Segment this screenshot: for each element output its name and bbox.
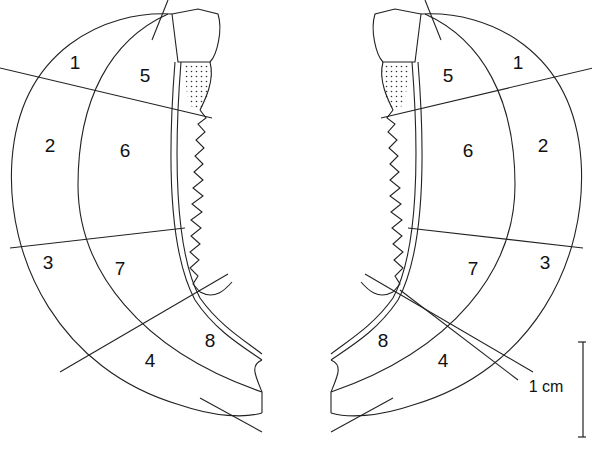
zone-number: 7 <box>468 259 479 278</box>
zone-number: 1 <box>70 53 81 72</box>
zone-number: 5 <box>140 66 151 85</box>
scale-label: 1 cm <box>529 379 564 395</box>
zone-number: 6 <box>463 141 474 160</box>
outer-contour <box>11 14 262 416</box>
zone-number: 3 <box>540 253 551 272</box>
serrated-edge <box>190 110 206 292</box>
scale-bar-tick <box>578 341 586 342</box>
organ-half-mirrored <box>331 0 592 432</box>
zone-number: 2 <box>538 136 549 155</box>
end-face <box>255 360 262 413</box>
inner-wall <box>171 62 262 360</box>
zone-number: 7 <box>115 259 126 278</box>
zone-boundary <box>78 14 262 392</box>
scale-bar-line <box>582 342 583 437</box>
top-cap <box>172 9 220 62</box>
zone-number: 3 <box>43 253 54 272</box>
section-line <box>60 274 228 372</box>
zone-number: 2 <box>45 136 56 155</box>
section-line <box>200 398 262 432</box>
zone-number: 6 <box>120 141 131 160</box>
section-line <box>152 0 168 40</box>
section-line <box>10 228 185 248</box>
section-line <box>0 68 212 118</box>
zone-number: 1 <box>513 53 524 72</box>
organ-half <box>0 0 262 432</box>
tissue-edge <box>200 62 211 110</box>
hilum-edge <box>200 282 232 295</box>
zone-number: 8 <box>378 331 389 350</box>
scale-bar-tick <box>578 436 586 437</box>
zone-number: 4 <box>438 351 449 370</box>
zone-number: 4 <box>145 351 156 370</box>
leader-line <box>400 290 518 380</box>
zone-number: 8 <box>205 331 216 350</box>
inner-wall <box>177 62 262 354</box>
zone-number: 5 <box>443 66 454 85</box>
stippled-area <box>184 62 211 112</box>
scale-bar <box>578 342 586 437</box>
